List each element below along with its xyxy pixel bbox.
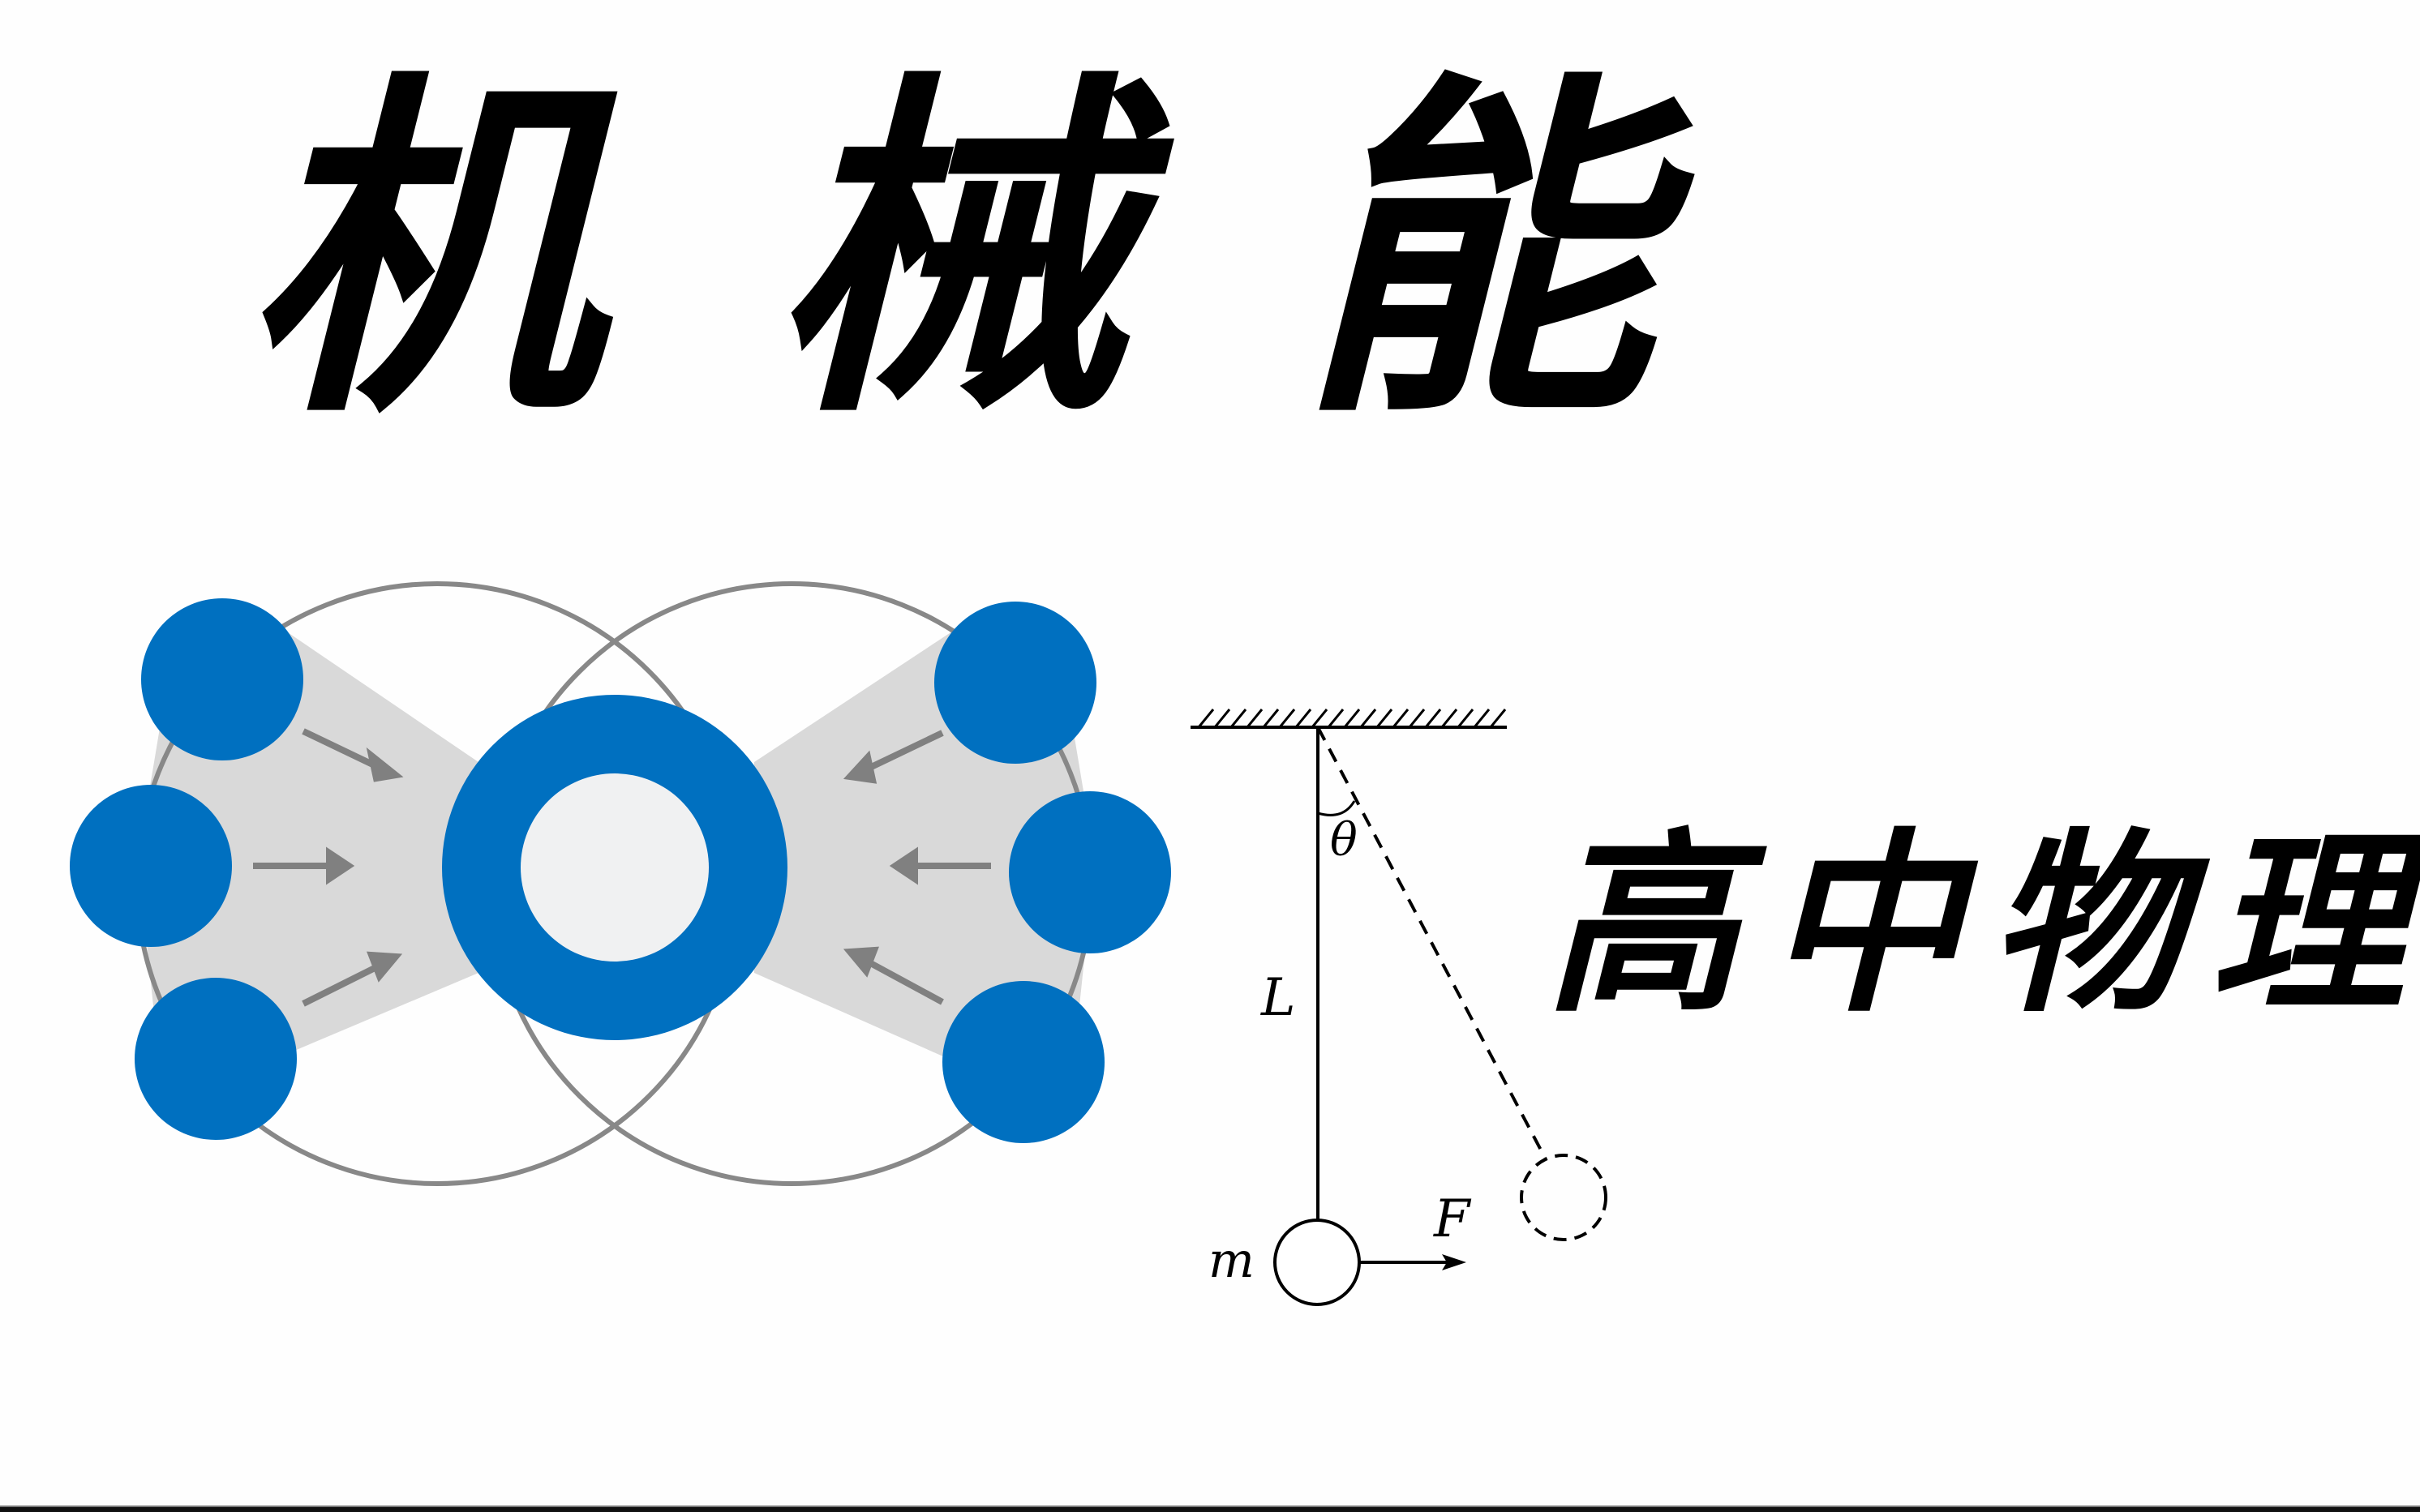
ball <box>942 981 1105 1143</box>
ball <box>1009 791 1171 953</box>
ball <box>141 598 303 760</box>
string-displaced <box>1316 726 1547 1159</box>
angle-arc <box>1317 800 1356 816</box>
title-char: 械 <box>770 41 1127 460</box>
subtitle: 高 中 物 理 <box>1545 799 2405 1050</box>
subtitle-char: 高 <box>1545 810 1740 1039</box>
ball <box>934 602 1096 764</box>
bottom-border <box>0 1506 2420 1512</box>
center-core <box>521 773 709 962</box>
force-label: F <box>1433 1189 1472 1249</box>
bob <box>1273 1219 1361 1306</box>
energy-convergence-diagram <box>70 581 1171 1186</box>
bob-displaced <box>1520 1154 1607 1241</box>
pendulum-diagram <box>1191 709 1607 1306</box>
ball <box>70 785 232 947</box>
title-char: 机 <box>243 41 600 460</box>
length-label: L <box>1260 968 1296 1028</box>
mass-label: m <box>1208 1232 1255 1289</box>
subtitle-char: 物 <box>1988 810 2183 1039</box>
title-char: 能 <box>1298 41 1654 460</box>
angle-label: θ <box>1330 814 1358 867</box>
ball <box>135 978 297 1140</box>
ceiling-hatch <box>1197 709 1507 728</box>
page-title: 机 械 能 <box>243 32 1654 470</box>
subtitle-char: 理 <box>2209 810 2405 1039</box>
subtitle-char: 中 <box>1766 810 1962 1039</box>
